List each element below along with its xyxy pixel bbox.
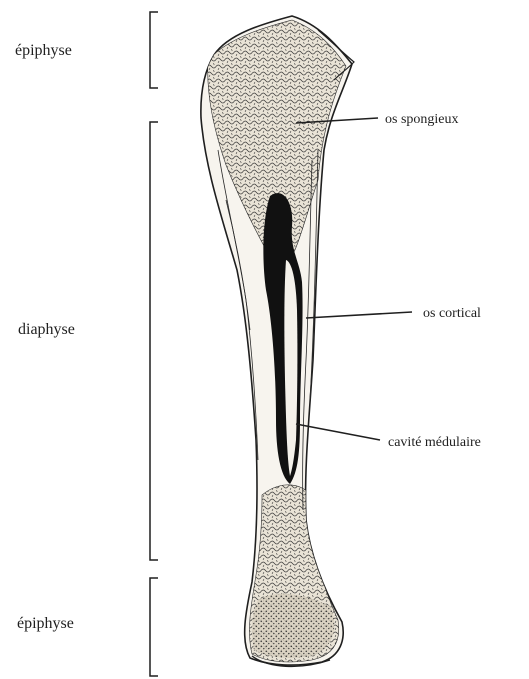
bracket-epiphysis-bottom	[150, 578, 158, 676]
bracket-epiphysis-top	[150, 12, 158, 88]
label-cortical-bone: os cortical	[423, 306, 481, 321]
label-epiphysis-top: épiphyse	[15, 42, 72, 59]
label-medullary-cavity: cavité médulaire	[388, 435, 481, 450]
label-diaphysis: diaphyse	[18, 321, 75, 338]
label-epiphysis-bottom: épiphyse	[17, 615, 74, 632]
leader-line-cortical	[306, 312, 412, 318]
bracket-diaphysis	[150, 122, 158, 560]
label-spongy-bone: os spongieux	[385, 112, 459, 127]
